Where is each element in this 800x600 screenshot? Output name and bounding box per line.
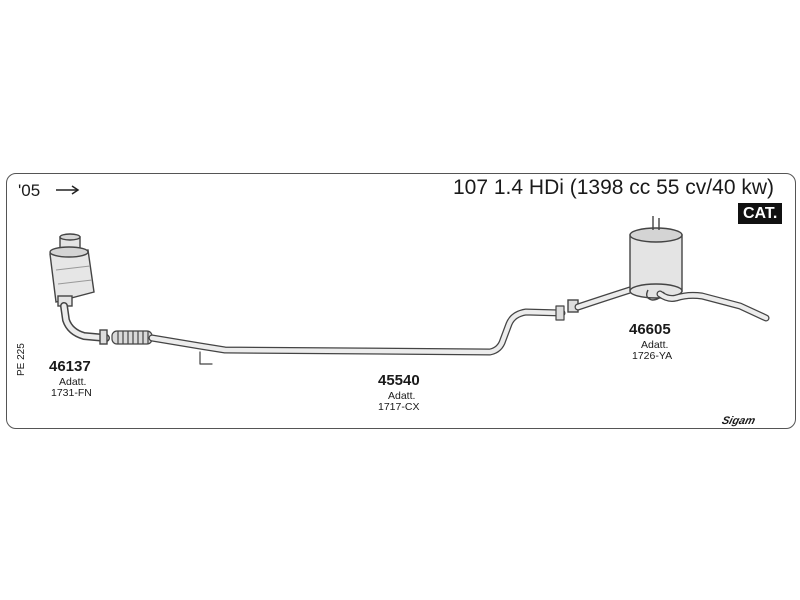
flex-pipe bbox=[111, 330, 153, 345]
part-number[interactable]: 45540 bbox=[378, 372, 420, 389]
part-number[interactable]: 46605 bbox=[629, 321, 671, 338]
arrow-right-icon bbox=[56, 185, 80, 195]
diagram-frame bbox=[6, 173, 796, 429]
year-label: '05 bbox=[18, 181, 41, 200]
intermediate-pipe bbox=[148, 305, 566, 365]
adapter-code: 1726-YA bbox=[632, 350, 673, 362]
adapter-label: Adatt. bbox=[388, 390, 416, 402]
diagram-code: PE 225 bbox=[16, 343, 27, 376]
part-number[interactable]: 46137 bbox=[49, 358, 91, 375]
brand-logo: Sigam bbox=[720, 415, 757, 427]
adapter-label: Adatt. bbox=[641, 339, 669, 351]
adapter-code: 1731-FN bbox=[51, 387, 92, 399]
cat-badge: CAT. bbox=[738, 203, 783, 224]
model-title: 107 1.4 HDi (1398 cc 55 cv/40 kw) bbox=[453, 176, 774, 199]
rear-silencer bbox=[567, 216, 770, 322]
catalytic-converter bbox=[49, 233, 110, 345]
adapter-code: 1717-CX bbox=[378, 401, 420, 413]
adapter-label: Adatt. bbox=[59, 376, 87, 388]
